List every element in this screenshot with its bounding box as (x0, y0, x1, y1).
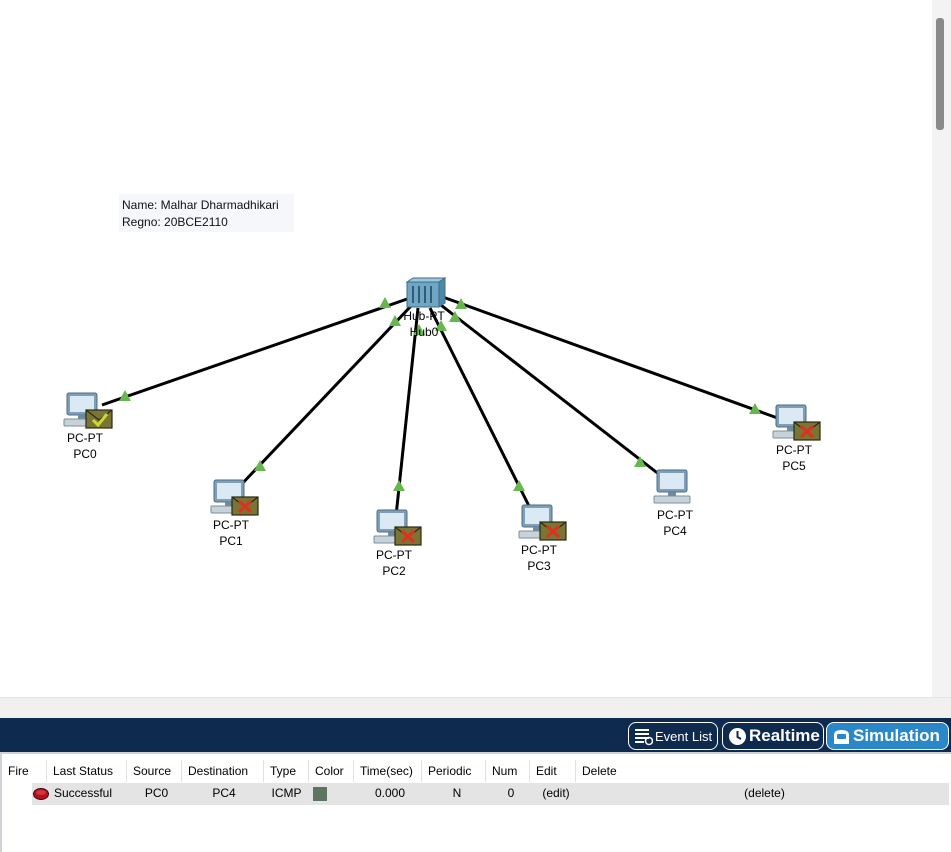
pdu-envelope-failed-icon (231, 496, 259, 516)
pc0-device[interactable] (63, 392, 113, 429)
link-up-indicator (435, 320, 447, 331)
stopwatch-icon (834, 730, 849, 744)
pc5-label: PC-PT PC5 (754, 442, 834, 474)
col-header-color[interactable]: Color (309, 760, 354, 782)
col-header-edit[interactable]: Edit (530, 760, 576, 782)
col-header-type[interactable]: Type (264, 760, 309, 782)
link-hub0-pc1[interactable] (236, 303, 414, 490)
destination-cell: PC4 (212, 786, 236, 800)
link-status-indicators (119, 297, 761, 491)
link-up-indicator (379, 297, 391, 308)
realtime-mode-button[interactable]: Realtime (722, 722, 824, 750)
col-header-destination[interactable]: Destination (182, 760, 264, 782)
link-up-indicator (634, 456, 646, 467)
delete-link[interactable]: (delete) (744, 786, 785, 800)
pc1-device[interactable] (210, 479, 259, 516)
link-up-indicator (413, 324, 425, 335)
pc2-label: PC-PT PC2 (354, 547, 434, 579)
pdu-envelope-failed-icon (539, 521, 567, 541)
device-type-label: PC-PT (657, 508, 693, 522)
time-cell: 0.000 (374, 786, 406, 800)
pdu-table-row[interactable] (32, 783, 949, 805)
col-header-fire[interactable]: Fire (2, 760, 47, 782)
pc4-device[interactable] (653, 469, 691, 504)
pdu-envelope-failed-icon (394, 526, 422, 546)
link-up-indicator (513, 480, 525, 491)
horizontal-scrollbar[interactable] (0, 697, 951, 718)
topology-diagram (63, 277, 821, 546)
pc2-device[interactable] (373, 509, 422, 546)
pc3-device[interactable] (518, 504, 567, 541)
pc0-label: PC-PT PC0 (45, 430, 125, 462)
event-list-icon (635, 729, 653, 746)
device-name-label: PC4 (663, 524, 687, 538)
link-up-indicator (389, 315, 401, 326)
pc3-label: PC-PT PC3 (499, 542, 579, 574)
clock-icon (729, 728, 746, 745)
link-up-indicator (254, 460, 266, 471)
link-hub0-pc0[interactable] (101, 296, 411, 407)
realtime-label: Realtime (749, 726, 820, 745)
device-name-label: PC5 (782, 459, 806, 473)
link-hub0-pc5[interactable] (439, 294, 784, 422)
col-header-source[interactable]: Source (127, 760, 182, 782)
device-type-label: PC-PT (213, 518, 249, 532)
link-up-indicator (749, 403, 761, 414)
pdu-envelope-failed-icon (793, 421, 821, 441)
pdu-envelope-success-icon (85, 409, 113, 429)
simulation-label: Simulation (853, 726, 940, 745)
col-header-num[interactable]: Num (486, 760, 530, 782)
note-name-line: Name: Malhar Dharmadhikari (122, 198, 279, 212)
vertical-scrollbar-thumb[interactable] (936, 18, 944, 130)
col-header-periodic[interactable]: Periodic (422, 760, 486, 782)
device-name-label: PC3 (527, 559, 551, 573)
workspace-note[interactable]: Name: Malhar Dharmadhikari Regno: 20BCE2… (119, 194, 294, 232)
col-header-time[interactable]: Time(sec) (354, 760, 422, 782)
hub-icon (405, 277, 447, 308)
device-type-label: PC-PT (776, 443, 812, 457)
hub0-label: Hub-PT Hub0 (384, 308, 464, 340)
device-name-label: Hub0 (409, 325, 439, 339)
source-cell: PC0 (144, 786, 169, 800)
pc4-label: PC-PT PC4 (635, 507, 715, 539)
link-up-indicator (119, 390, 131, 401)
type-cell: ICMP (271, 786, 302, 800)
event-list-button[interactable]: Event List (628, 722, 718, 750)
link-hub0-pc4[interactable] (436, 300, 661, 477)
fire-icon[interactable] (32, 787, 50, 801)
device-type-label: PC-PT (67, 431, 103, 445)
last-status-cell: Successful (54, 786, 113, 800)
simulation-mode-button[interactable]: Simulation (826, 722, 949, 750)
num-cell: 0 (507, 786, 515, 800)
network-links (101, 294, 784, 517)
col-header-last-status[interactable]: Last Status (47, 760, 127, 782)
pc-icon (653, 469, 691, 504)
device-type-label: PC-PT (521, 543, 557, 557)
color-swatch (313, 787, 327, 801)
link-up-indicator (449, 311, 461, 322)
pdu-list-panel: Fire Last Status Source Destination Type… (0, 752, 951, 852)
link-hub0-pc3[interactable] (428, 307, 532, 509)
device-type-label: Hub-PT (403, 309, 445, 323)
link-up-indicator (455, 298, 467, 309)
periodic-cell: N (452, 786, 462, 800)
device-name-label: PC1 (219, 534, 243, 548)
col-header-delete[interactable]: Delete (582, 764, 617, 778)
edit-link[interactable]: (edit) (542, 786, 570, 800)
pc5-device[interactable] (772, 404, 821, 441)
device-name-label: PC0 (73, 447, 97, 461)
pc1-label: PC-PT PC1 (191, 517, 271, 549)
workspace-canvas[interactable] (0, 0, 951, 697)
note-regno-line: Regno: 20BCE2110 (122, 215, 228, 229)
event-list-label: Event List (655, 728, 713, 744)
vertical-scrollbar[interactable] (932, 0, 951, 697)
hub0-device[interactable] (405, 277, 447, 308)
device-type-label: PC-PT (376, 548, 412, 562)
link-up-indicator (393, 480, 405, 491)
device-name-label: PC2 (382, 564, 406, 578)
